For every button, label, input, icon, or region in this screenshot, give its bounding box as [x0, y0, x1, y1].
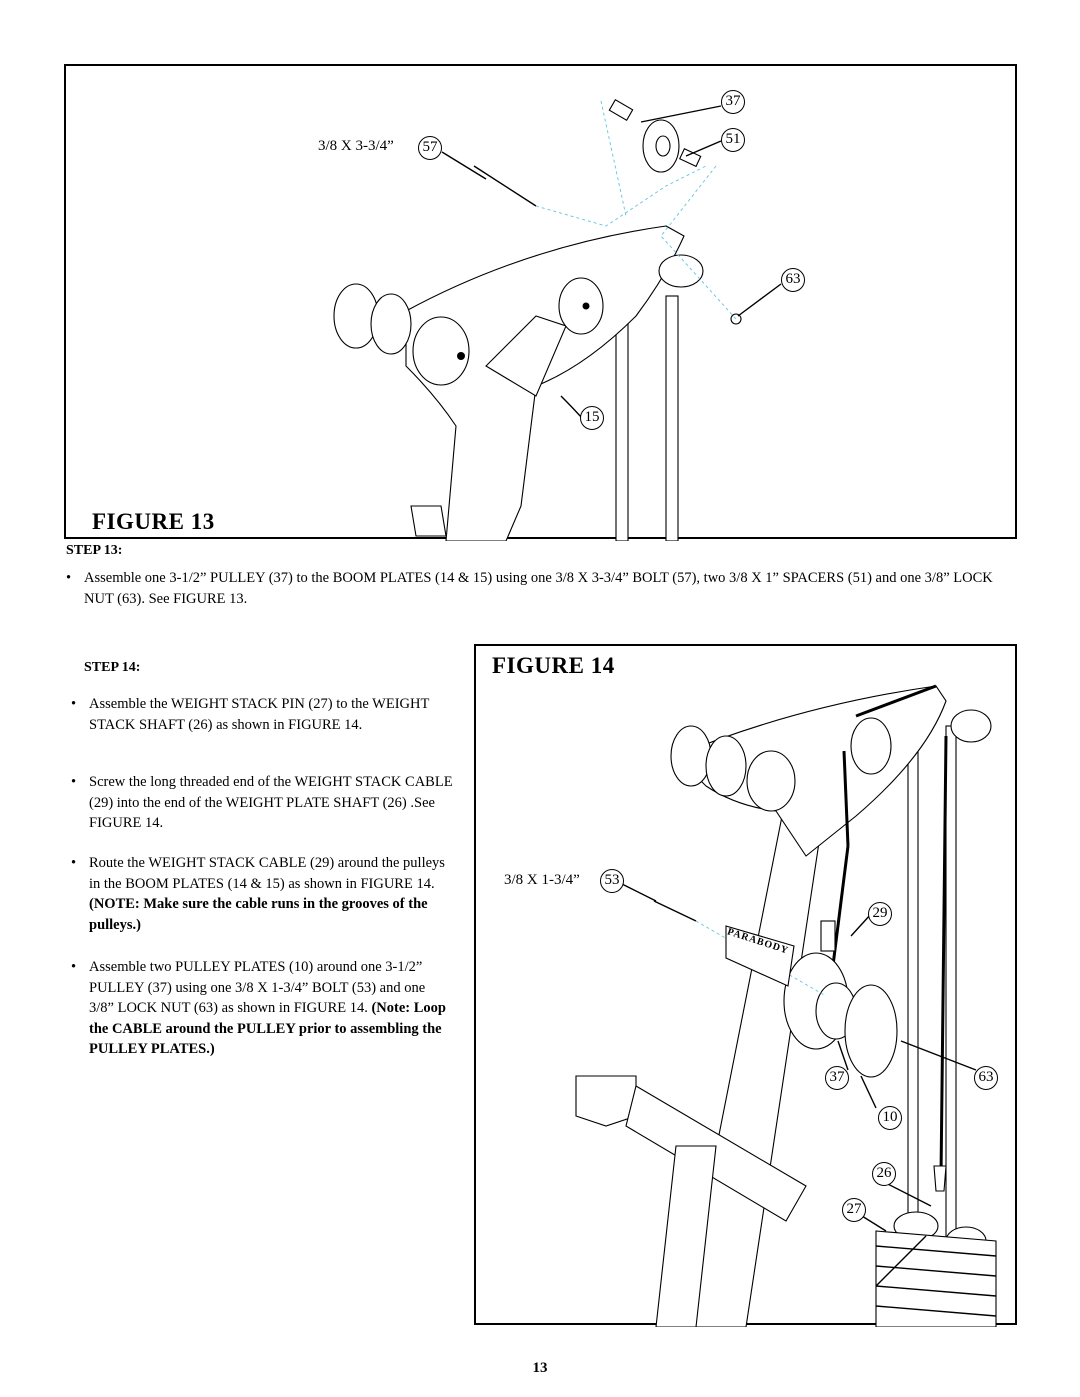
- bottom-bracket: [575, 1075, 637, 1127]
- figure-13-title: FIGURE 13: [92, 509, 215, 534]
- step-14-bullet-4: • Assemble two PULLEY PLATES (10) around…: [71, 957, 451, 1060]
- pulley-nut-2: [582, 302, 590, 310]
- step-14-bullet-2: • Screw the long threaded end of the WEI…: [71, 772, 461, 834]
- leader-57: [441, 151, 487, 180]
- leader-15: [560, 395, 583, 419]
- callout-57: 57: [418, 136, 442, 160]
- spacer-51-a: [608, 99, 634, 121]
- callout-37: 37: [825, 1066, 849, 1090]
- callout-37: 37: [721, 90, 745, 114]
- figure-14-drawing: [575, 684, 997, 1327]
- boom-pulley-1: [670, 725, 712, 787]
- callout-29: 29: [868, 902, 892, 926]
- pulley-plate-10-front: [844, 984, 898, 1078]
- lower-tube: [655, 1145, 717, 1327]
- bullet-dot: •: [66, 570, 72, 586]
- callout-15: 15: [580, 406, 604, 430]
- leader-37: [640, 105, 722, 123]
- cable-29-a: [842, 750, 850, 847]
- lower-arm: [625, 1085, 807, 1222]
- step-14-note-3: (NOTE: Make sure the cable runs in the g…: [89, 896, 428, 933]
- brand-plate: [725, 925, 795, 987]
- leader-63: [900, 1040, 977, 1071]
- page-number: 13: [532, 1360, 548, 1376]
- boom-pulley-2: [705, 735, 747, 797]
- callout-10: 10: [878, 1106, 902, 1130]
- base-bracket: [410, 505, 447, 537]
- callout-27: 27: [842, 1198, 866, 1222]
- leader-10: [860, 1075, 877, 1109]
- bullet-dot: •: [71, 774, 77, 790]
- upright-tube-right: [665, 295, 679, 541]
- boom-pulley-4: [850, 717, 892, 775]
- callout-26: 26: [872, 1162, 896, 1186]
- step-14-bullet-3: • Route the WEIGHT STACK CABLE (29) arou…: [71, 853, 447, 935]
- step-14-text-4: Assemble two PULLEY PLATES (10) around o…: [89, 959, 426, 1016]
- callout-51: 51: [721, 128, 745, 152]
- weight-stack: [875, 1230, 997, 1327]
- weight-stack-shaft-26: [933, 1165, 947, 1192]
- bullet-dot: •: [71, 696, 77, 712]
- callout-63: 63: [974, 1066, 998, 1090]
- figure-13-drawing: [333, 99, 782, 541]
- boom-end-tube: [658, 254, 704, 288]
- step-14-text-3: Route the WEIGHT STACK CABLE (29) around…: [89, 855, 445, 892]
- cable-29-c: [939, 735, 948, 1177]
- step-14-text-2: Screw the long threaded end of the WEIGH…: [89, 774, 453, 831]
- bolt-53-label: 3/8 X 1-3/4”: [504, 872, 580, 888]
- guide-line-2: [600, 100, 627, 217]
- step-14-bullet-1: • Assemble the WEIGHT STACK PIN (27) to …: [71, 694, 459, 735]
- step-13-bullet: • Assemble one 3-1/2” PULLEY (37) to the…: [66, 568, 1024, 609]
- guide-line-1: [535, 165, 707, 227]
- weight-stack-pin-27: [875, 1235, 927, 1287]
- figure-14-title: FIGURE 14: [492, 653, 615, 678]
- leader-29: [850, 913, 872, 937]
- boom-pulley-2: [370, 293, 412, 355]
- cable-29-top: [855, 684, 937, 718]
- guide-line: [695, 920, 827, 997]
- leader-37: [837, 1040, 849, 1071]
- bullet-dot: •: [71, 959, 77, 975]
- boom-end-tube: [950, 709, 992, 743]
- step-14-text-1: Assemble the WEIGHT STACK PIN (27) to th…: [89, 696, 430, 733]
- bolt-53: [653, 900, 697, 922]
- bolt-57: [473, 165, 537, 207]
- leader-63: [737, 283, 782, 317]
- pulley-37-hub: [655, 135, 671, 157]
- guide-line-3: [660, 165, 737, 320]
- cable-fitting: [820, 920, 836, 952]
- boom-plate: [405, 225, 685, 541]
- weight-plates: [875, 1245, 997, 1317]
- boom-pulley-3: [412, 316, 470, 386]
- step-13-heading: STEP 13:: [66, 543, 123, 558]
- callout-53: 53: [600, 869, 624, 893]
- callout-63: 63: [781, 268, 805, 292]
- figure-13-panel: 3/8 X 3-3/4” 57 37 51 63 15 FIGURE 13: [64, 64, 1017, 541]
- bolt-57-label: 3/8 X 3-3/4”: [318, 138, 394, 154]
- pulley-nut: [457, 352, 465, 360]
- step-14-note-4: (Note: Loop the CABLE around the PULLEY …: [89, 1000, 446, 1057]
- boom-pulley-4: [558, 277, 604, 335]
- figure-14-panel: FIGURE 14 3/8 X 1-3/4” 53 29 37 63 10 26…: [474, 644, 1017, 1327]
- leader-51: [685, 140, 722, 157]
- step-13-text: Assemble one 3-1/2” PULLEY (37) to the B…: [84, 570, 993, 607]
- boom-pulley-3: [746, 750, 796, 812]
- bullet-dot: •: [71, 855, 77, 871]
- step-14-heading: STEP 14:: [84, 660, 141, 675]
